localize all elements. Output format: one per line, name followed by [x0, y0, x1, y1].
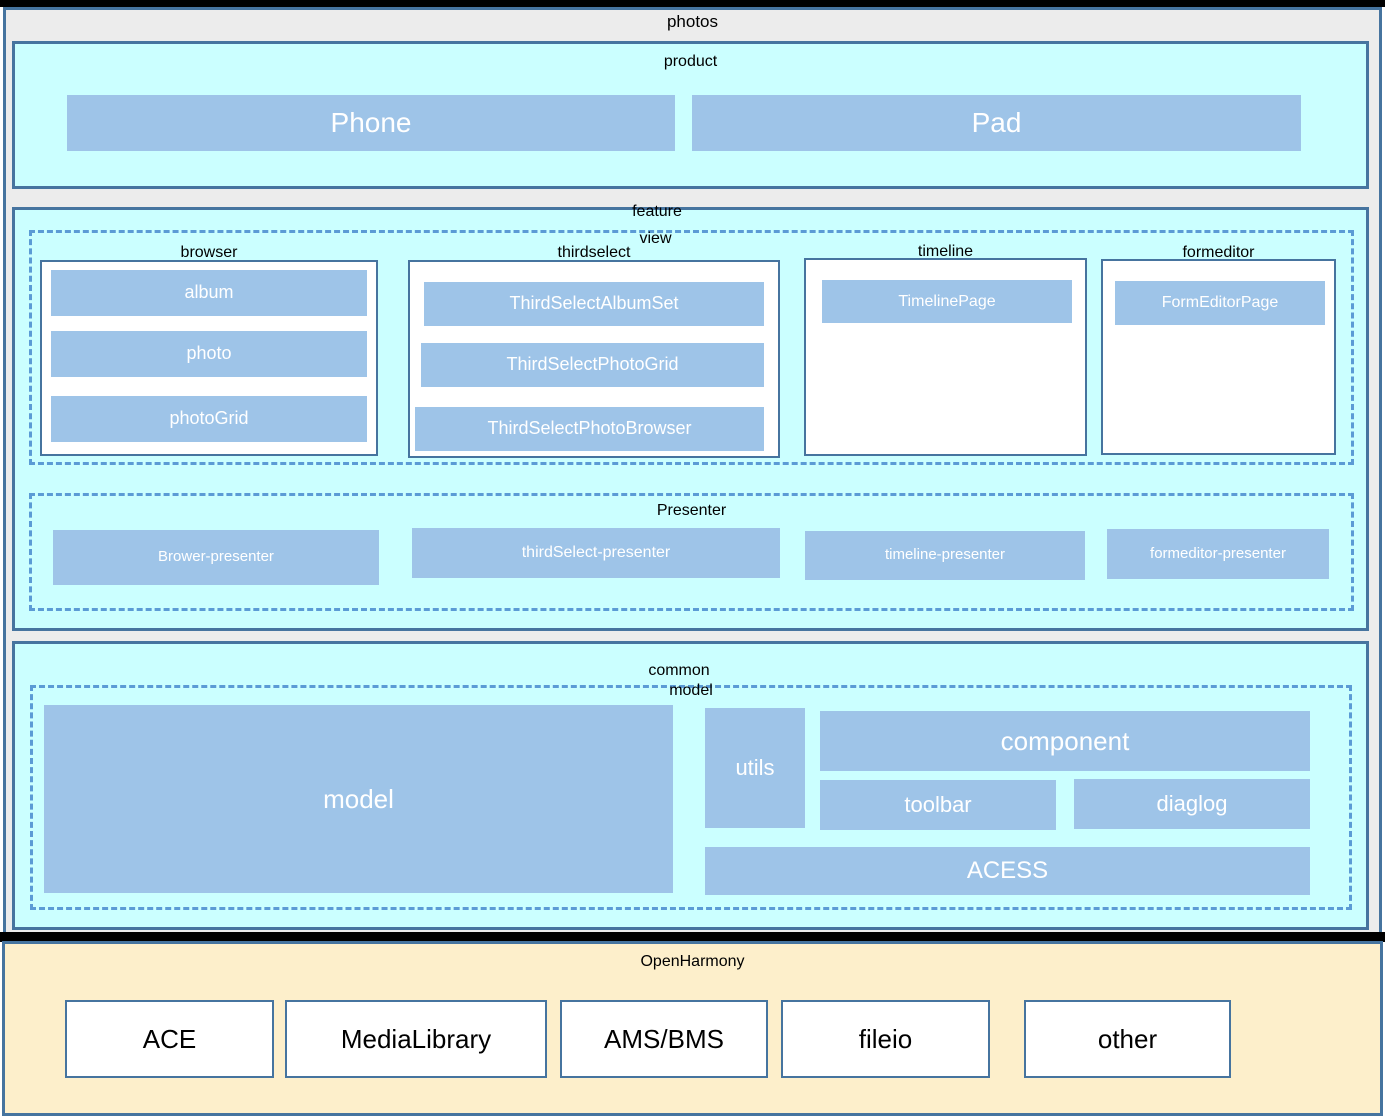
view-item-thirdselectalbumset[interactable]: ThirdSelectAlbumSet [424, 282, 764, 326]
product-item-phone[interactable]: Phone [67, 95, 675, 151]
openharmony-item-medialibrary[interactable]: MediaLibrary [285, 1000, 547, 1078]
view-group-browser-label: browser [180, 244, 238, 261]
product-label: product [663, 53, 718, 70]
model-item-diaglog[interactable]: diaglog [1074, 779, 1310, 829]
view-item-album[interactable]: album [51, 270, 367, 316]
presenter-item-brower[interactable]: Brower-presenter [53, 530, 379, 585]
view-label: view [639, 230, 672, 247]
view-item-timelinepage[interactable]: TimelinePage [822, 280, 1072, 323]
openharmony-item-other[interactable]: other [1024, 1000, 1231, 1078]
product-item-pad[interactable]: Pad [692, 95, 1301, 151]
model-label: model [669, 682, 713, 699]
top-divider-bar [0, 0, 1385, 7]
view-group-thirdselect-label: thirdselect [557, 244, 631, 261]
model-item-component[interactable]: component [820, 711, 1310, 771]
presenter-item-formeditor[interactable]: formeditor-presenter [1107, 529, 1329, 579]
presenter-subpanel [29, 493, 1354, 611]
view-group-formeditor-label: formeditor [1182, 244, 1255, 261]
model-subpanel [30, 685, 1352, 910]
model-item-acess[interactable]: ACESS [705, 847, 1310, 895]
view-item-thirdselectphotobrowser[interactable]: ThirdSelectPhotoBrowser [415, 407, 764, 451]
view-subpanel [29, 230, 1354, 465]
view-item-photo[interactable]: photo [51, 331, 367, 377]
common-label: common [648, 662, 710, 679]
openharmony-item-fileio[interactable]: fileio [781, 1000, 990, 1078]
model-item-model[interactable]: model [44, 705, 673, 893]
view-item-photogrid[interactable]: photoGrid [51, 396, 367, 442]
presenter-item-thirdselect[interactable]: thirdSelect-presenter [412, 528, 780, 578]
openharmony-label: OpenHarmony [640, 953, 745, 970]
presenter-label: Presenter [656, 502, 727, 519]
model-item-toolbar[interactable]: toolbar [820, 780, 1056, 830]
photos-label: photos [666, 12, 719, 31]
view-group-timeline-label: timeline [917, 243, 974, 260]
bottom-divider-bar [0, 932, 1385, 942]
view-item-thirdselectphotogrid[interactable]: ThirdSelectPhotoGrid [421, 343, 764, 387]
openharmony-item-ace[interactable]: ACE [65, 1000, 274, 1078]
model-item-utils[interactable]: utils [705, 708, 805, 828]
presenter-item-timeline[interactable]: timeline-presenter [805, 531, 1085, 580]
view-item-formeditorpage[interactable]: FormEditorPage [1115, 281, 1325, 325]
feature-label: feature [632, 203, 682, 220]
openharmony-item-amsbms[interactable]: AMS/BMS [560, 1000, 768, 1078]
